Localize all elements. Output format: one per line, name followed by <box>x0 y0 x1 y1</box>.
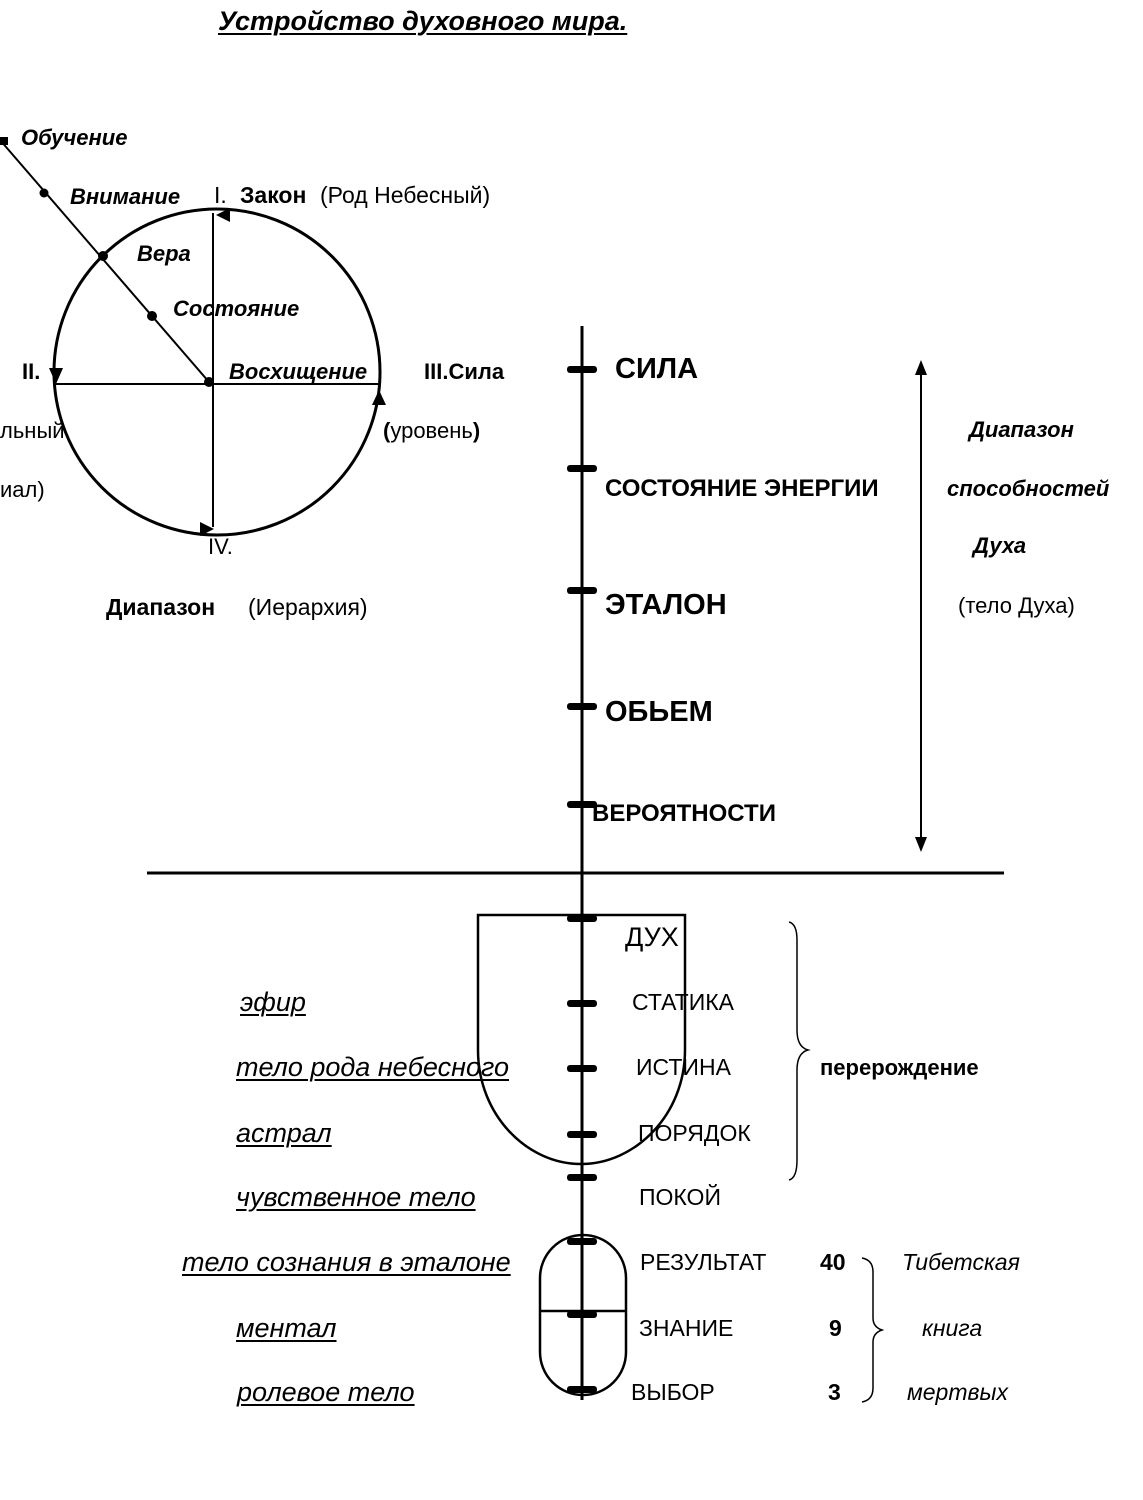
label-sostoyanie: Состояние <box>173 296 300 321</box>
level-vybor: ВЫБОР <box>631 1379 715 1405</box>
quadrant-3-note: (уровень) <box>383 420 480 442</box>
arrow-bottom-icon <box>200 522 214 536</box>
level-veroyatnosti: ВЕРОЯТНОСТИ <box>592 800 776 827</box>
body-telo-soznaniya: тело сознания в эталоне <box>182 1247 511 1277</box>
level-pokoy: ПОКОЙ <box>639 1184 721 1210</box>
body-rolevoe-telo: ролевое тело <box>237 1377 415 1407</box>
body-mental: ментал <box>236 1313 337 1343</box>
diagonal-path-line <box>0 139 210 383</box>
level-poryadok: ПОРЯДОК <box>638 1120 751 1146</box>
quadrant-2-fragment-1: льный <box>0 418 65 443</box>
label-obuchenie: Обучение <box>21 125 128 150</box>
label-vera: Вера <box>137 241 191 266</box>
circle-caption-note: (Иерархия) <box>248 594 368 620</box>
range-arrow-down-icon <box>915 837 927 852</box>
point-voshishchenie <box>204 377 214 387</box>
level-etalon: ЭТАЛОН <box>605 589 727 621</box>
level-dukh: ДУХ <box>625 922 679 952</box>
point-sostoyanie <box>147 311 157 321</box>
book-line-1: Тибетская <box>902 1249 1020 1275</box>
body-telo-roda-nebesnogo: тело рода небесного <box>236 1052 510 1082</box>
level-rezultat: РЕЗУЛЬТАТ <box>640 1249 767 1275</box>
point-vera <box>98 251 108 261</box>
label-voshishchenie: Восхищение <box>229 359 368 384</box>
range-arrow-up-icon <box>915 360 927 375</box>
quadrant-1-number: I. <box>214 182 227 208</box>
range-label-line3: Духа <box>973 533 1027 558</box>
body-efir: эфир <box>240 987 306 1017</box>
rebirth-brace <box>788 921 811 1181</box>
range-label-line1: Диапазон <box>969 417 1074 442</box>
arrow-top-icon <box>216 208 230 222</box>
range-label-line2: способностей <box>947 476 1110 501</box>
book-brace <box>861 1257 885 1403</box>
level-obem: ОБЬЕМ <box>605 696 713 728</box>
quadrant-3-paren-open: ( <box>383 418 391 443</box>
spirit-shield-shape <box>476 913 687 1166</box>
page-title: Устройство духовного мира. <box>218 6 628 36</box>
quadrant-4-number: IV. <box>208 534 233 559</box>
lower-ticks <box>567 915 597 1393</box>
upper-ticks <box>567 366 597 808</box>
book-line-2: книга <box>922 1315 983 1341</box>
quadrant-2-fragment-2: иал) <box>0 477 45 502</box>
level-istina: ИСТИНА <box>636 1054 731 1080</box>
number-40: 40 <box>820 1249 846 1275</box>
quadrant-1-name: Закон <box>240 182 307 208</box>
level-sostoyanie-energii: СОСТОЯНИЕ ЭНЕРГИИ <box>605 475 879 502</box>
arrow-left-icon <box>49 368 63 384</box>
rebirth-label: перерождение <box>820 1055 979 1080</box>
capsule-shape <box>538 1233 628 1397</box>
body-astral: астрал <box>236 1118 332 1148</box>
point-obuchenie <box>0 137 8 145</box>
level-sila: СИЛА <box>615 353 699 385</box>
book-line-3: мертвых <box>907 1379 1008 1405</box>
level-statika: СТАТИКА <box>632 989 734 1015</box>
arrow-right-icon <box>372 390 386 405</box>
level-znanie: ЗНАНИЕ <box>639 1315 734 1341</box>
quadrant-3-paren-close: ) <box>472 418 481 443</box>
number-9: 9 <box>829 1315 842 1341</box>
label-vnimanie: Внимание <box>70 184 181 209</box>
body-chuvstvennoe-telo: чувственное тело <box>236 1182 476 1212</box>
quadrant-2-number: II. <box>22 359 41 384</box>
quadrant-3-name: III.Сила <box>424 359 505 384</box>
point-vnimanie <box>39 188 49 198</box>
number-3: 3 <box>828 1379 841 1405</box>
quadrant-1-note: (Род Небесный) <box>320 182 491 208</box>
circle-caption-name: Диапазон <box>106 594 216 620</box>
quadrant-3-note-text: уровень <box>390 418 473 443</box>
range-label-line4: (тело Духа) <box>958 593 1075 618</box>
